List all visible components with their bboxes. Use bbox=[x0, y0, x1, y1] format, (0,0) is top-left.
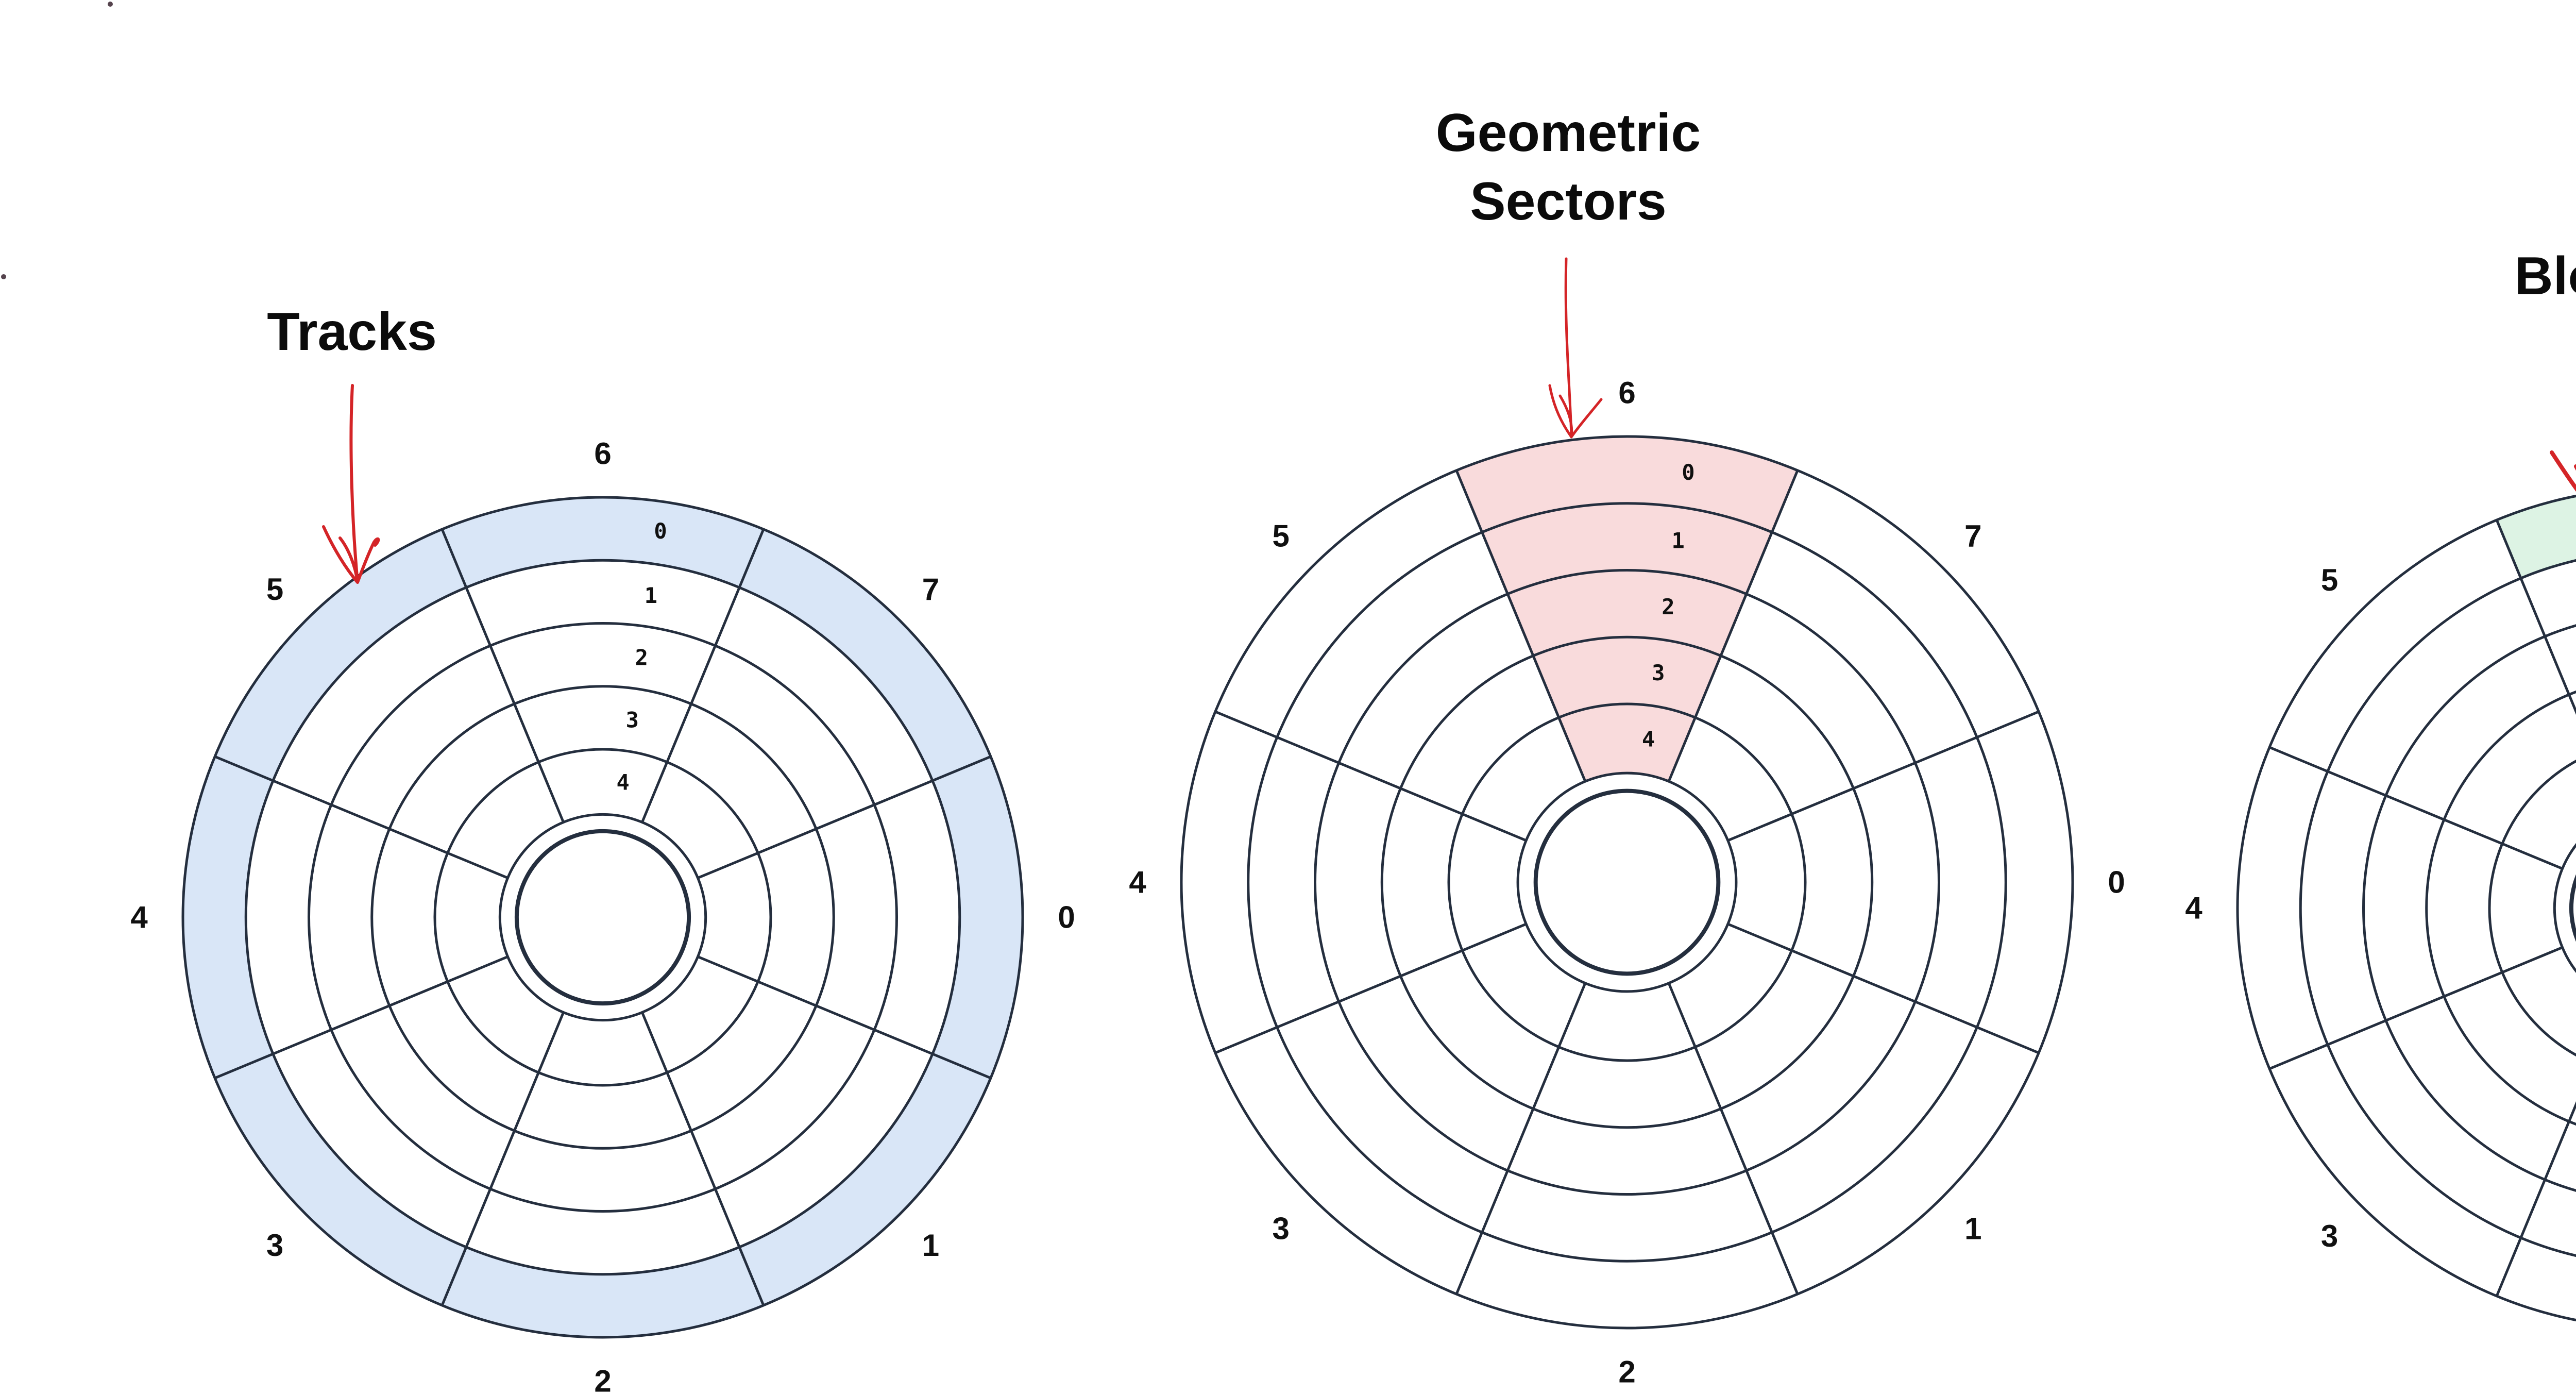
sector-boundary-line bbox=[1214, 710, 1527, 842]
spindle-hole bbox=[2569, 874, 2576, 942]
track-boundary-circle bbox=[498, 813, 707, 1022]
sector-boundary-line bbox=[440, 1012, 565, 1306]
sector-label-4: 4 bbox=[130, 900, 148, 935]
track-label-0: 0 bbox=[654, 518, 667, 544]
sector-boundary-line bbox=[1667, 982, 1799, 1295]
track-label-4: 4 bbox=[1642, 726, 1655, 751]
sector-label-7: 7 bbox=[922, 572, 939, 607]
track-label-1: 1 bbox=[645, 583, 657, 608]
sector-label-2: 2 bbox=[594, 1364, 611, 1394]
track-highlight bbox=[183, 497, 1023, 1337]
sector-label-0: 0 bbox=[2108, 865, 2125, 900]
geometric-sectors-title-line2: Sectors bbox=[1470, 172, 1667, 232]
block-highlight bbox=[2497, 496, 2576, 578]
sector-boundary-line bbox=[1214, 922, 1527, 1054]
track-boundary-circle bbox=[181, 496, 1024, 1339]
sector-label-4: 4 bbox=[2185, 891, 2202, 926]
sector-boundary-line bbox=[1455, 982, 1587, 1295]
ink-speck bbox=[108, 2, 113, 7]
sector-boundary-line bbox=[440, 529, 565, 823]
geometric-sectors-arrow bbox=[1548, 257, 1603, 439]
sector-label-3: 3 bbox=[2321, 1219, 2338, 1253]
sector-boundary-line bbox=[2269, 946, 2563, 1070]
track-boundary-circle bbox=[2236, 495, 2576, 1321]
sector-boundary-line bbox=[641, 1012, 765, 1306]
track-boundary-circle bbox=[1516, 771, 1738, 993]
track-boundary-circle bbox=[2553, 843, 2576, 973]
track-boundary-circle bbox=[433, 748, 772, 1087]
geometric-sectors-disk: 0 1 2 3 4 0 1 2 3 4 5 6 7 bbox=[1129, 376, 2125, 1389]
track-label-0: 0 bbox=[1682, 460, 1694, 485]
blocks-arrow bbox=[2550, 450, 2576, 492]
track-boundary-circle bbox=[2299, 559, 2576, 1257]
tracks-title: Tracks bbox=[267, 302, 437, 362]
track-label-3: 3 bbox=[626, 708, 639, 733]
track-boundary-circle bbox=[1247, 502, 2007, 1263]
track-boundary-circle bbox=[2362, 624, 2576, 1192]
track-boundary-circle bbox=[1380, 635, 1874, 1129]
sector-boundary-line bbox=[697, 955, 991, 1080]
sector-label-3: 3 bbox=[266, 1228, 283, 1263]
sector-label-6: 6 bbox=[594, 436, 611, 471]
sector-label-3: 3 bbox=[1273, 1211, 1290, 1246]
sector-boundary-line bbox=[2495, 1101, 2576, 1297]
sector-label-2: 2 bbox=[1618, 1355, 1635, 1389]
track-label-3: 3 bbox=[1652, 660, 1665, 685]
sector-label-5: 5 bbox=[2321, 563, 2338, 597]
track-label-1: 1 bbox=[1671, 528, 1684, 553]
tracks-disk: 0 1 2 3 4 0 1 2 3 4 5 6 7 bbox=[130, 436, 1075, 1394]
tracks-arrow bbox=[322, 384, 380, 584]
sector-boundary-line bbox=[214, 955, 509, 1080]
track-boundary-circle bbox=[2425, 690, 2576, 1126]
sector-label-7: 7 bbox=[1964, 519, 1981, 553]
geometric-sectors-title: Geometric Sectors bbox=[1311, 99, 1826, 236]
sector-highlight bbox=[1456, 436, 1798, 782]
sector-label-1: 1 bbox=[922, 1228, 939, 1263]
sector-boundary-line bbox=[2269, 746, 2563, 870]
spindle-hole bbox=[1533, 788, 1721, 976]
blocks-title: Blocks bbox=[2514, 246, 2576, 306]
sector-label-4: 4 bbox=[1129, 865, 1146, 900]
sector-label-0: 0 bbox=[1058, 900, 1075, 935]
sector-boundary-line bbox=[1455, 469, 1587, 782]
track-boundary-circle bbox=[370, 685, 835, 1150]
sector-boundary-line bbox=[1667, 469, 1799, 782]
sector-boundary-line bbox=[1727, 922, 2040, 1054]
track-boundary-circle bbox=[244, 559, 961, 1276]
track-boundary-circle bbox=[1447, 702, 1807, 1062]
ink-speck bbox=[1, 274, 6, 279]
track-label-4: 4 bbox=[617, 770, 630, 795]
track-boundary-circle bbox=[1314, 569, 1940, 1196]
sector-label-6: 6 bbox=[1618, 376, 1635, 410]
sector-boundary-line bbox=[1727, 710, 2040, 842]
sector-boundary-line bbox=[697, 755, 991, 879]
geometric-sectors-title-line1: Geometric bbox=[1435, 103, 1701, 163]
track-boundary-circle bbox=[2488, 760, 2576, 1056]
track-boundary-circle bbox=[308, 622, 898, 1213]
track-label-2: 2 bbox=[1662, 594, 1674, 619]
track-boundary-circle bbox=[1180, 435, 2074, 1330]
sector-label-5: 5 bbox=[266, 572, 283, 607]
sector-boundary-line bbox=[641, 529, 765, 823]
sector-label-5: 5 bbox=[1273, 519, 1290, 553]
spindle-hole bbox=[514, 829, 691, 1006]
sector-label-1: 1 bbox=[1964, 1211, 1981, 1246]
sector-boundary-line bbox=[2495, 519, 2576, 715]
track-label-2: 2 bbox=[635, 645, 648, 670]
sector-boundary-line bbox=[214, 755, 509, 879]
